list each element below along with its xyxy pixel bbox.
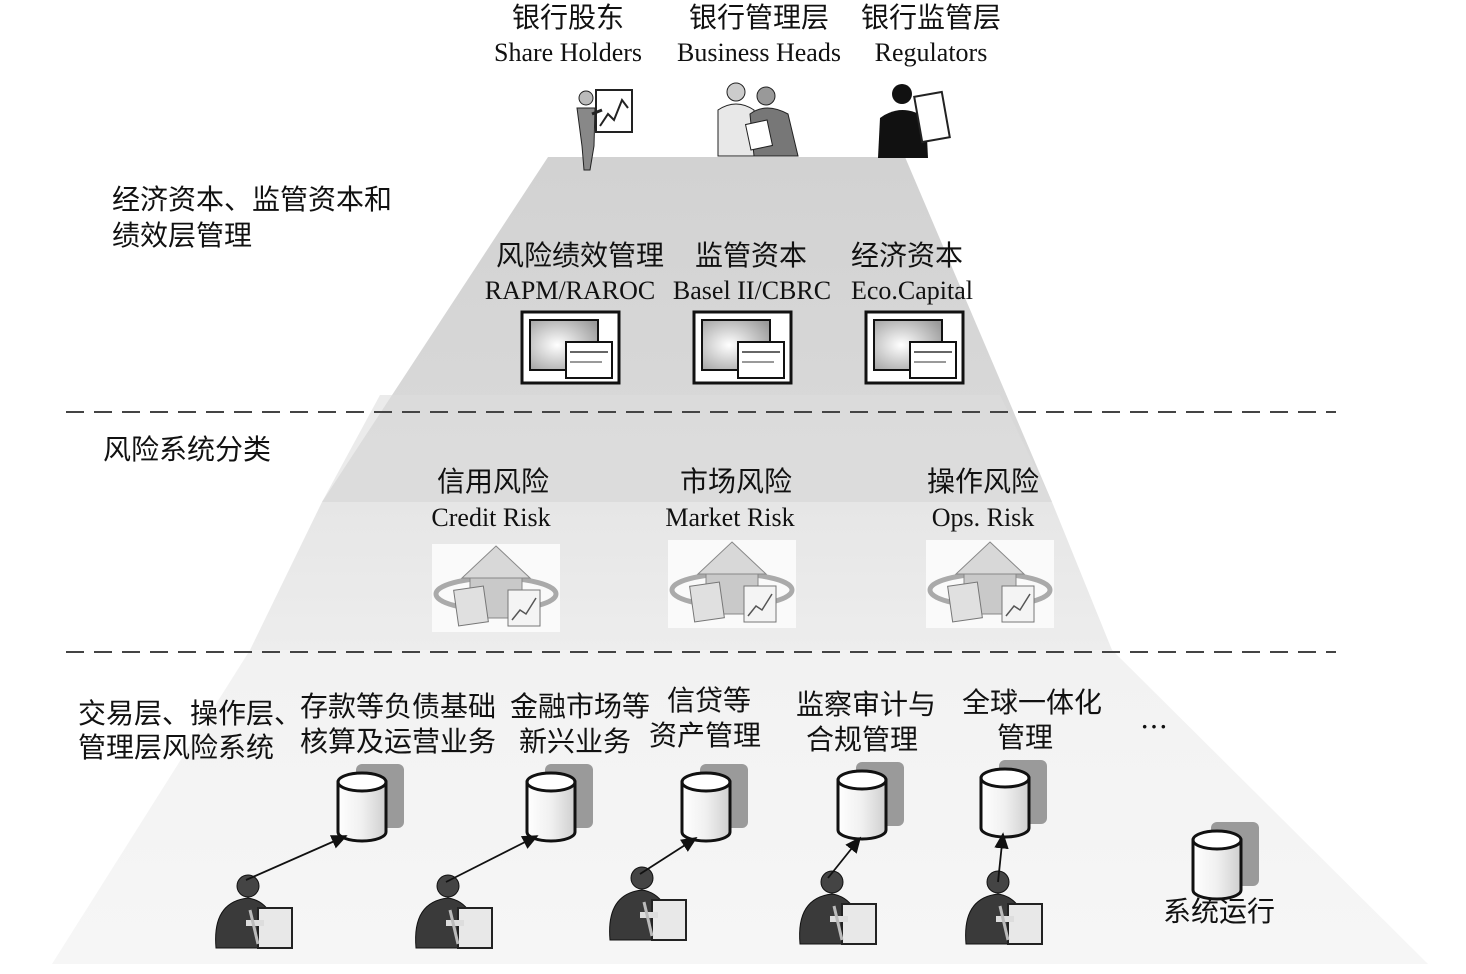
risk-item-credit-en: Credit Risk: [431, 503, 551, 532]
risk-credit-icon: [432, 544, 560, 632]
stakeholder-business-heads-en: Business Heads: [677, 38, 841, 67]
monitor-rapm-icon: [520, 310, 621, 385]
database-system-run-icon: [1191, 822, 1259, 901]
database-audit-icon: [836, 762, 904, 841]
capital-item-eco-en: Eco.Capital: [850, 276, 974, 305]
arrow-user4-to-audit: [827, 836, 862, 879]
monitor-eco-icon: [864, 310, 965, 385]
user-workstation-2-icon: [415, 874, 493, 949]
risk-item-ops-en: Ops. Risk: [931, 503, 1035, 532]
regulator-figure-icon: [878, 84, 951, 158]
capital-item-rapm-cn: 风险绩效管理: [495, 239, 665, 272]
database-global-icon: [979, 760, 1047, 839]
capital-item-rapm-en: RAPM/RAROC: [484, 276, 656, 305]
capital-item-basel-cn: 监管资本: [694, 239, 808, 272]
ops-item-market-line1: 金融市场等: [509, 690, 651, 723]
business-heads-figure-icon: [717, 82, 799, 157]
ops-item-deposit-line1: 存款等负债基础: [299, 690, 497, 723]
database-deposit-icon: [336, 764, 404, 843]
risk-ops-icon: [926, 540, 1054, 628]
user-workstation-4-icon: [799, 870, 877, 945]
stakeholder-shareholders-en: Share Holders: [493, 38, 643, 67]
risk-item-credit-cn: 信用风险: [436, 465, 550, 498]
risk-item-ops-cn: 操作风险: [926, 465, 1040, 498]
arrow-user2-to-market: [445, 835, 539, 883]
ops-ellipsis: …: [1140, 702, 1168, 735]
system-run-label: 系统运行: [1162, 895, 1276, 928]
ops-item-market-line2: 新兴业务: [518, 725, 632, 758]
risk-layer-label: 风险系统分类: [103, 433, 272, 466]
arrow-user1-to-deposit: [245, 835, 348, 881]
stakeholder-regulators-en: Regulators: [874, 38, 988, 67]
risk-item-market-en: Market Risk: [665, 503, 795, 532]
ops-item-deposit-line2: 核算及运营业务: [299, 725, 497, 758]
risk-item-market-cn: 市场风险: [679, 465, 793, 498]
arrow-user5-to-global: [994, 832, 1009, 883]
ops-item-audit-line2: 合规管理: [805, 723, 919, 756]
database-credit-icon: [680, 764, 748, 843]
ops-item-credit-line1: 信贷等: [666, 684, 752, 717]
user-workstation-3-icon: [609, 866, 687, 941]
user-workstation-5-icon: [965, 870, 1043, 945]
shareholder-figure-icon: [576, 89, 633, 171]
capital-item-eco-cn: 经济资本: [850, 239, 964, 272]
capital-layer-label-line1: 经济资本、监管资本和: [112, 183, 393, 216]
stakeholder-regulators-cn: 银行监管层: [860, 1, 1002, 34]
ops-item-global-line2: 管理: [996, 721, 1054, 754]
monitor-basel-icon: [692, 310, 793, 385]
database-market-icon: [525, 764, 593, 843]
capital-layer-label-line2: 绩效层管理: [112, 219, 253, 252]
ops-item-global-line1: 全球一体化: [961, 686, 1103, 719]
operations-layer-label-line1: 交易层、操作层、: [78, 697, 303, 730]
arrow-user3-to-credit: [639, 837, 698, 875]
risk-market-icon: [668, 540, 796, 628]
ops-item-audit-line1: 监察审计与: [795, 688, 937, 721]
user-workstation-1-icon: [215, 874, 293, 949]
stakeholder-business-heads-cn: 银行管理层: [688, 1, 830, 34]
stakeholder-shareholders-cn: 银行股东: [511, 1, 625, 34]
operations-layer-label-line2: 管理层风险系统: [78, 731, 275, 764]
ops-item-credit-line2: 资产管理: [648, 719, 762, 752]
capital-item-basel-en: Basel II/CBRC: [672, 276, 832, 305]
